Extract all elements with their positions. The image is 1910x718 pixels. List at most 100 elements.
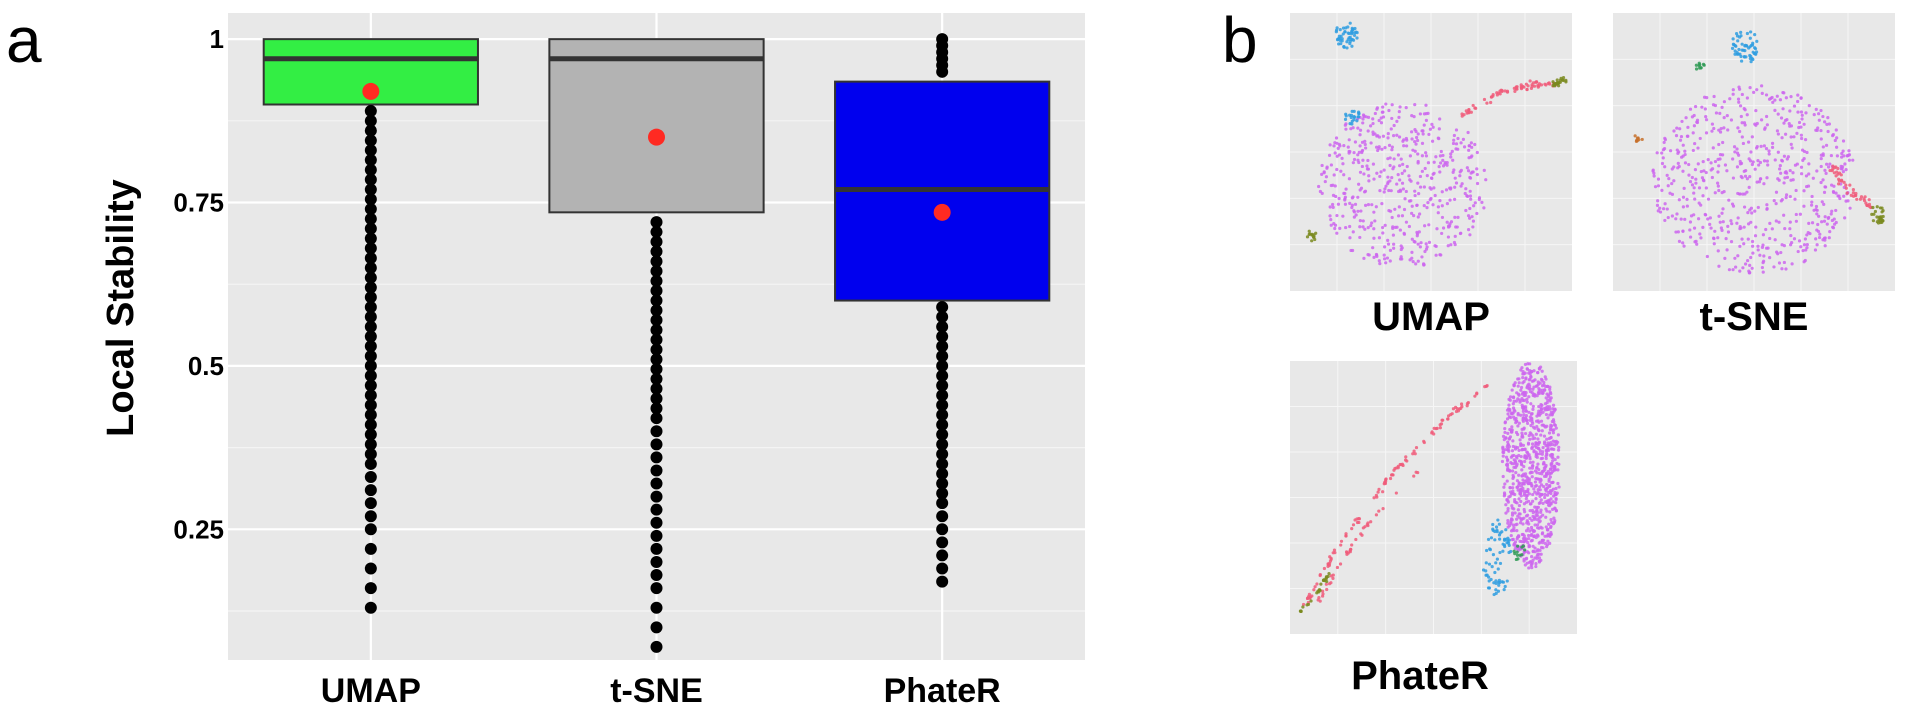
embedding-point (1541, 501, 1545, 505)
embedding-point (1672, 129, 1676, 133)
embedding-point (1313, 585, 1317, 589)
embedding-point (1515, 529, 1519, 533)
embedding-points (1298, 362, 1561, 613)
embedding-point (1389, 127, 1393, 131)
embedding-point (1417, 230, 1421, 234)
embedding-point (1813, 248, 1818, 252)
embedding-point (1701, 62, 1706, 66)
embedding-point (1713, 191, 1717, 195)
embedding-point (1506, 447, 1510, 451)
embedding-point (1531, 549, 1535, 553)
embedding-point (1834, 174, 1838, 178)
embedding-point (1348, 122, 1352, 126)
embedding-point (1396, 464, 1400, 468)
box-t-sne (548, 38, 765, 653)
embedding-point (1537, 556, 1542, 560)
embedding-point (1761, 270, 1765, 274)
embedding-point (1321, 594, 1325, 598)
embedding-point (1640, 137, 1644, 142)
embedding-point (1688, 228, 1692, 232)
embedding-point (1688, 235, 1693, 239)
embedding-point (1742, 106, 1746, 111)
outlier-point (364, 438, 377, 451)
embedding-point (1548, 510, 1552, 514)
embedding-point (1388, 163, 1392, 168)
embedding-point (1388, 259, 1392, 263)
embedding-point (1508, 398, 1512, 402)
panel-letter-b: b (1222, 4, 1258, 76)
embedding-point (1528, 516, 1532, 521)
mean-point (362, 82, 380, 100)
embedding-point (1547, 522, 1551, 526)
embedding-point (1733, 52, 1737, 56)
embedding-point (1693, 168, 1698, 172)
embedding-point (1505, 462, 1509, 466)
outlier-point (936, 418, 949, 431)
outlier-point (650, 402, 663, 415)
embedding-point (1831, 189, 1836, 194)
embedding-point (1369, 141, 1373, 145)
embedding-point (1307, 229, 1311, 233)
embedding-point (1490, 565, 1494, 569)
embedding-point (1729, 118, 1734, 122)
embedding-point (1546, 527, 1550, 531)
outlier-point (936, 310, 949, 323)
embedding-point (1670, 181, 1674, 186)
embedding-point (1520, 86, 1524, 90)
embedding-point (1341, 26, 1346, 30)
outlier-point (364, 562, 377, 575)
embedding-point (1459, 402, 1464, 406)
outlier-point (650, 265, 663, 278)
embedding-point (1725, 113, 1729, 118)
embedding-point (1359, 209, 1363, 213)
embedding-point (1396, 172, 1400, 177)
embedding-point (1401, 162, 1405, 166)
embedding-point (1540, 472, 1544, 476)
embedding-point (1344, 225, 1348, 230)
embedding-point (1751, 251, 1755, 255)
embedding-point (1511, 395, 1516, 400)
outlier-point (936, 523, 949, 536)
embedding-point (1464, 187, 1468, 191)
embedding-point (1410, 114, 1414, 118)
point-group (1651, 84, 1855, 275)
embedding-point (1462, 145, 1467, 149)
embedding-point (1746, 258, 1750, 263)
embedding-point (1796, 99, 1800, 104)
embedding-point (1501, 580, 1505, 584)
embedding-point (1427, 240, 1432, 244)
embedding-point (1755, 88, 1759, 92)
embedding-point (1544, 412, 1549, 417)
embedding-point (1741, 266, 1745, 270)
embedding-point (1692, 226, 1697, 230)
embedding-point (1760, 265, 1764, 270)
embedding-point (1384, 184, 1388, 188)
embedding-point (1741, 141, 1745, 146)
embedding-point (1426, 161, 1431, 165)
embedding-point (1541, 446, 1545, 450)
point-group (1512, 544, 1527, 562)
embedding-point (1308, 595, 1313, 599)
embedding-point (1548, 385, 1552, 389)
embedding-point (1416, 242, 1420, 246)
embedding-point (1366, 129, 1370, 133)
embedding-point (1451, 158, 1455, 162)
embedding-point (1475, 150, 1479, 155)
outlier-point (364, 114, 377, 127)
embedding-point (1385, 256, 1390, 260)
outlier-point (936, 350, 949, 363)
embedding-point (1735, 221, 1739, 225)
embedding-point (1467, 144, 1471, 148)
embedding-point (1534, 513, 1538, 517)
embedding-point (1412, 474, 1416, 478)
embedding-point (1494, 588, 1498, 592)
embedding-point (1635, 136, 1640, 140)
embedding-point (1851, 187, 1855, 192)
outlier-point (936, 399, 949, 412)
embedding-point (1465, 194, 1470, 198)
embedding-point (1762, 182, 1766, 186)
embedding-point (1540, 378, 1544, 382)
embedding-point (1783, 226, 1787, 231)
embedding-point (1551, 83, 1555, 88)
